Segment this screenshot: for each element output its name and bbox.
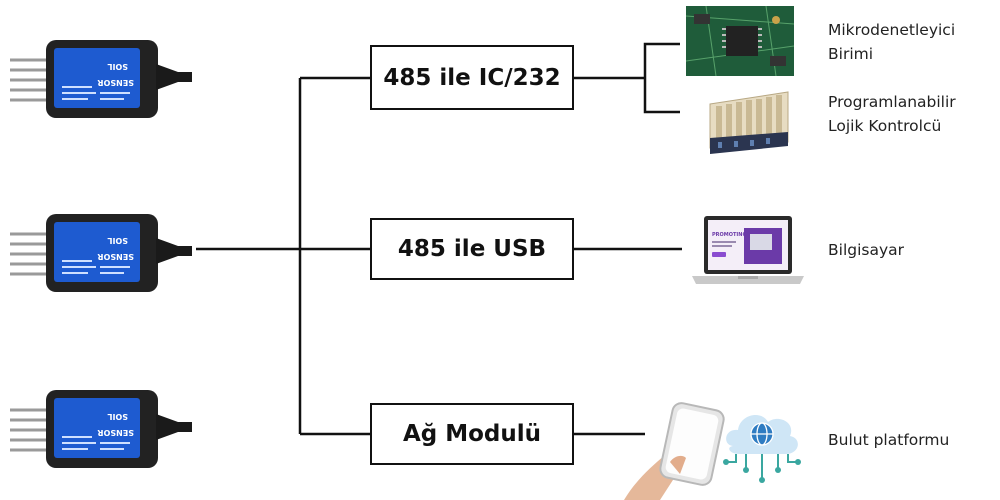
sensor-title-2: SENSOR: [97, 78, 134, 87]
label-plc: Programlanabilir Lojik Kontrolcü: [828, 90, 956, 138]
soil-sensor-3: SOIL SENSOR: [10, 390, 192, 468]
sensor-title-2: SENSOR: [97, 428, 134, 437]
sensor-title: SOIL: [107, 236, 128, 245]
label-plc-line2: Lojik Kontrolcü: [828, 117, 942, 135]
box-network-module: Ağ Modulü: [370, 403, 574, 465]
circuit-board-icon: [686, 6, 794, 76]
laptop-icon: PROMOTING: [692, 216, 804, 284]
label-cloud: Bulut platformu: [828, 428, 949, 452]
label-microcontroller-line2: Birimi: [828, 45, 874, 63]
sensor-title-2: SENSOR: [97, 252, 134, 261]
label-computer: Bilgisayar: [828, 238, 904, 262]
wire-ic232-bracket: [643, 42, 680, 114]
label-microcontroller: Mikrodenetleyici Birimi: [828, 18, 955, 66]
phone-cloud-icon: [624, 402, 801, 500]
box-485-usb-label: 485 ile USB: [397, 236, 547, 262]
label-computer-line1: Bilgisayar: [828, 241, 905, 259]
box-485-usb: 485 ile USB: [370, 218, 574, 280]
label-microcontroller-line1: Mikrodenetleyici: [828, 21, 956, 39]
box-485-ic232: 485 ile IC/232: [370, 45, 574, 110]
sensor-title: SOIL: [107, 62, 128, 71]
laptop-screen-text: PROMOTING: [712, 232, 747, 238]
label-cloud-line1: Bulut platformu: [828, 431, 950, 449]
box-485-ic232-label: 485 ile IC/232: [383, 64, 561, 91]
box-network-module-label: Ağ Modulü: [402, 421, 542, 447]
sensor-title: SOIL: [107, 412, 128, 421]
cloud-icon: [723, 415, 801, 483]
label-plc-line1: Programlanabilir: [828, 93, 956, 111]
plc-icon: [704, 84, 794, 158]
soil-sensor-2: SOIL SENSOR: [10, 214, 192, 292]
soil-sensor-1: SOIL SENSOR: [10, 40, 192, 118]
